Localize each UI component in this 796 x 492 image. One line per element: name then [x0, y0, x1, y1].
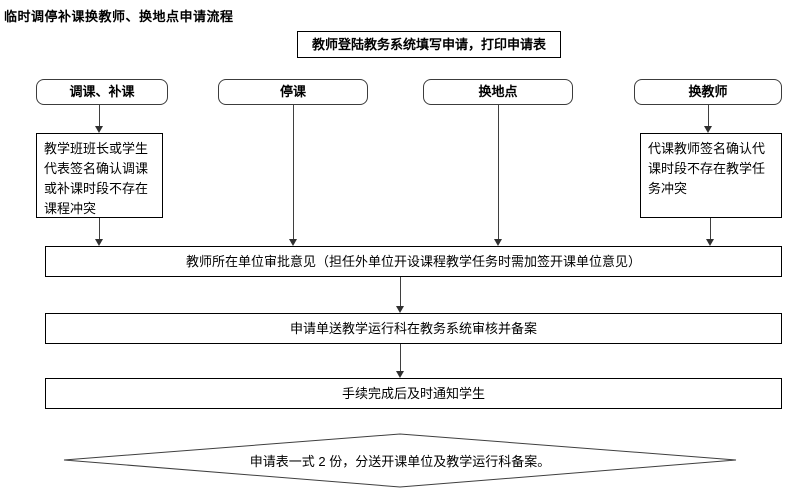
node-end-diamond: 申请表一式 2 份，分送开课单位及教学运行科备案。 [63, 433, 737, 488]
node-start: 教师登陆教务系统填写申请，打印申请表 [297, 31, 561, 58]
node-branch-reschedule-makeup: 调课、补课 [36, 79, 168, 105]
page-title: 临时调停补课换教师、换地点申请流程 [4, 9, 234, 24]
node-branch-change-location: 换地点 [423, 79, 573, 105]
node-right-note: 代课教师签名确认代课时段不存在教学任务冲突 [640, 133, 782, 218]
node-left-note: 教学班班长或学生代表签名确认调课或补课时段不存在课程冲突 [36, 133, 163, 218]
node-step-system-review: 申请单送教学运行科在教务系统审核并备案 [45, 313, 782, 344]
diamond-shape-icon [63, 433, 737, 488]
node-step-notify-students: 手续完成后及时通知学生 [45, 378, 782, 409]
end-label: 申请表一式 2 份，分送开课单位及教学运行科备案。 [249, 454, 551, 469]
node-branch-change-teacher: 换教师 [634, 79, 782, 105]
node-branch-suspend-class: 停课 [218, 79, 368, 105]
node-step-unit-approval: 教师所在单位审批意见（担任外单位开设课程教学任务时需加签开课单位意见） [45, 246, 782, 277]
